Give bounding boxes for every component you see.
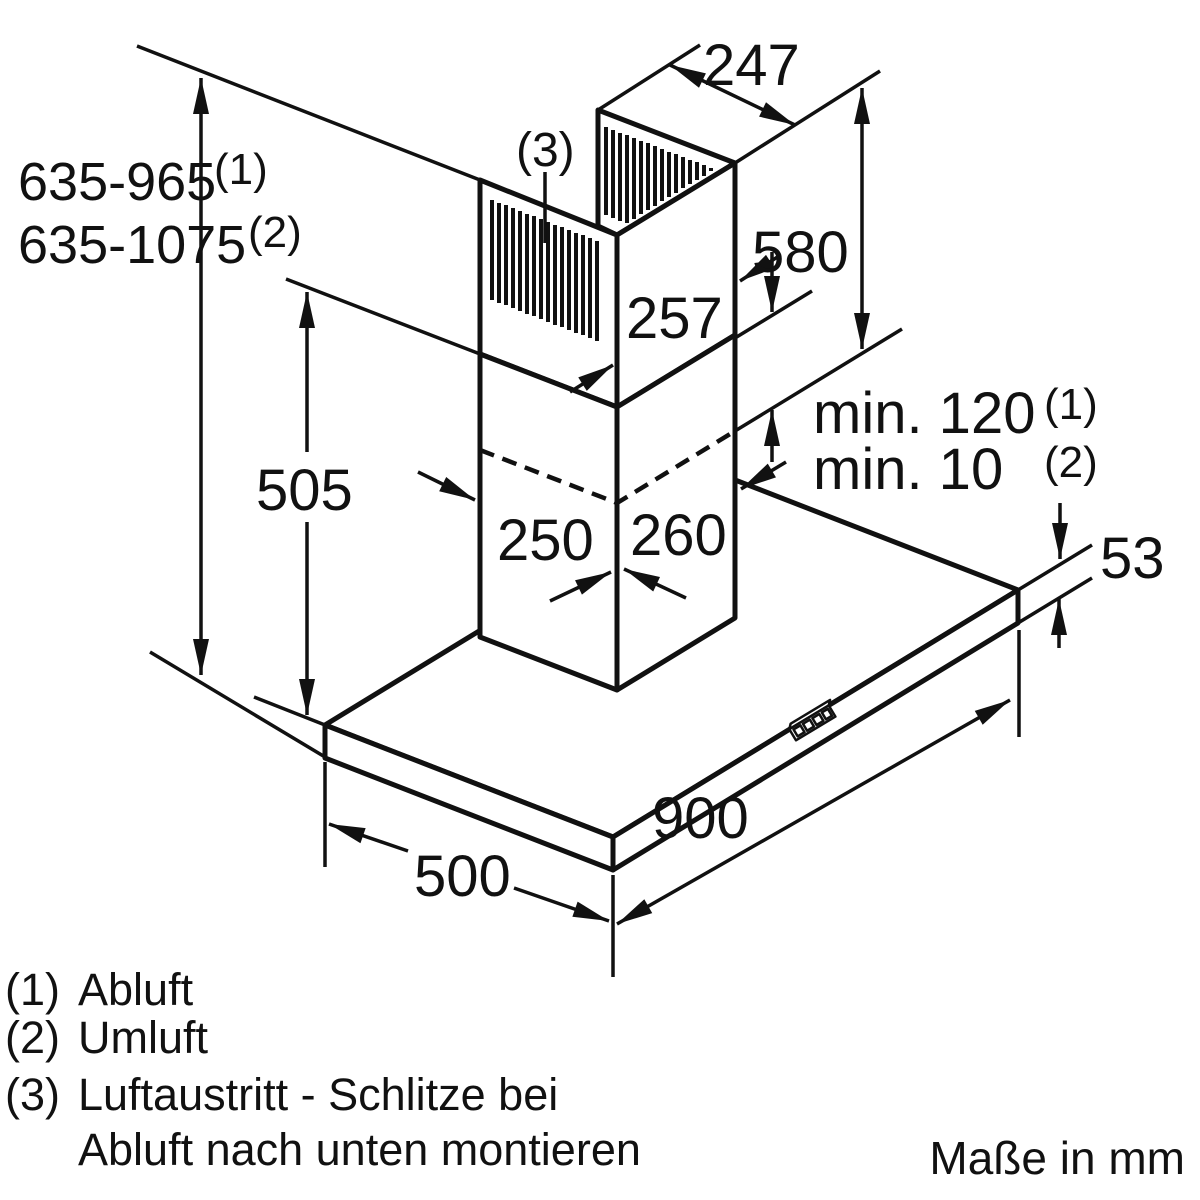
legend-item-3-text-line2: Abluft nach unten montieren [78, 1124, 641, 1175]
label-min-clearance-recirc: min. 10 [813, 437, 1003, 502]
dim-line-257-left [569, 363, 614, 394]
ext-line-247-left [597, 43, 701, 112]
label-upper-height: 580 [752, 220, 849, 285]
label-top-depth: 247 [703, 33, 800, 98]
ext-line-635-bottom [149, 650, 326, 759]
air-outlet-slits-back [604, 127, 713, 223]
dim-line-260-left [623, 567, 687, 600]
dim-line-250-right [549, 570, 612, 603]
air-outlet-slits-front [490, 200, 599, 341]
ext-line-247-right-580-top [734, 69, 881, 165]
legend-item-1-text: Abluft [78, 964, 194, 1015]
legend-item-3-num: (3) [5, 1069, 60, 1120]
units-note: Maße in mm [929, 1132, 1185, 1184]
dimension-lines [193, 63, 1068, 926]
label-body-width: 900 [652, 786, 749, 851]
label-lower-depth: 250 [497, 508, 594, 573]
chimney-duct [477, 107, 738, 693]
ext-line-top-left [136, 44, 481, 182]
label-body-depth: 500 [414, 844, 511, 909]
dim-line-250-left [417, 470, 476, 502]
dim-line-500-right [513, 886, 610, 923]
chimney-lower-right-face [614, 332, 738, 693]
dim-line-260-right [740, 460, 787, 491]
dim-line-257-right [739, 254, 780, 283]
label-lower-width: 260 [630, 503, 727, 568]
dimension-labels: 635-965 (1) 635-1075 (2) (3) 247 580 257… [18, 33, 1165, 909]
ext-line-53-top [1017, 543, 1093, 592]
legend-item-2-text: Umluft [78, 1012, 209, 1063]
label-body-height: 53 [1100, 526, 1165, 591]
label-height-range-recirc-ref: (2) [248, 208, 302, 257]
ext-line-580-bottom [734, 327, 903, 433]
label-min-clearance-recirc-ref: (2) [1044, 438, 1098, 487]
dim-line-900 [616, 698, 1011, 926]
ext-line-505-top [285, 277, 481, 356]
legend-item-1-num: (1) [5, 964, 60, 1015]
label-min-clearance-exhaust: min. 120 [813, 381, 1035, 446]
legend-item-2-num: (2) [5, 1012, 60, 1063]
ext-line-min-top [734, 289, 813, 340]
label-lower-height: 505 [256, 458, 353, 523]
legend-item-3-text: Luftaustritt - Schlitze bei [78, 1069, 558, 1120]
label-upper-width: 257 [626, 286, 723, 351]
telescope-overlap-dashed-line [479, 429, 737, 506]
dim-line-247 [669, 63, 796, 127]
label-slits-ref: (3) [516, 124, 575, 177]
label-height-range-exhaust: 635-965 [18, 152, 216, 212]
ext-line-505-bottom [253, 695, 326, 727]
dim-line-500-left [328, 822, 409, 853]
label-height-range-recirc: 635-1075 [18, 215, 246, 275]
label-min-clearance-exhaust-ref: (1) [1044, 380, 1098, 429]
legend: (1) Abluft (2) Umluft (3) Luftaustritt -… [5, 964, 641, 1175]
label-height-range-exhaust-ref: (1) [214, 145, 268, 194]
